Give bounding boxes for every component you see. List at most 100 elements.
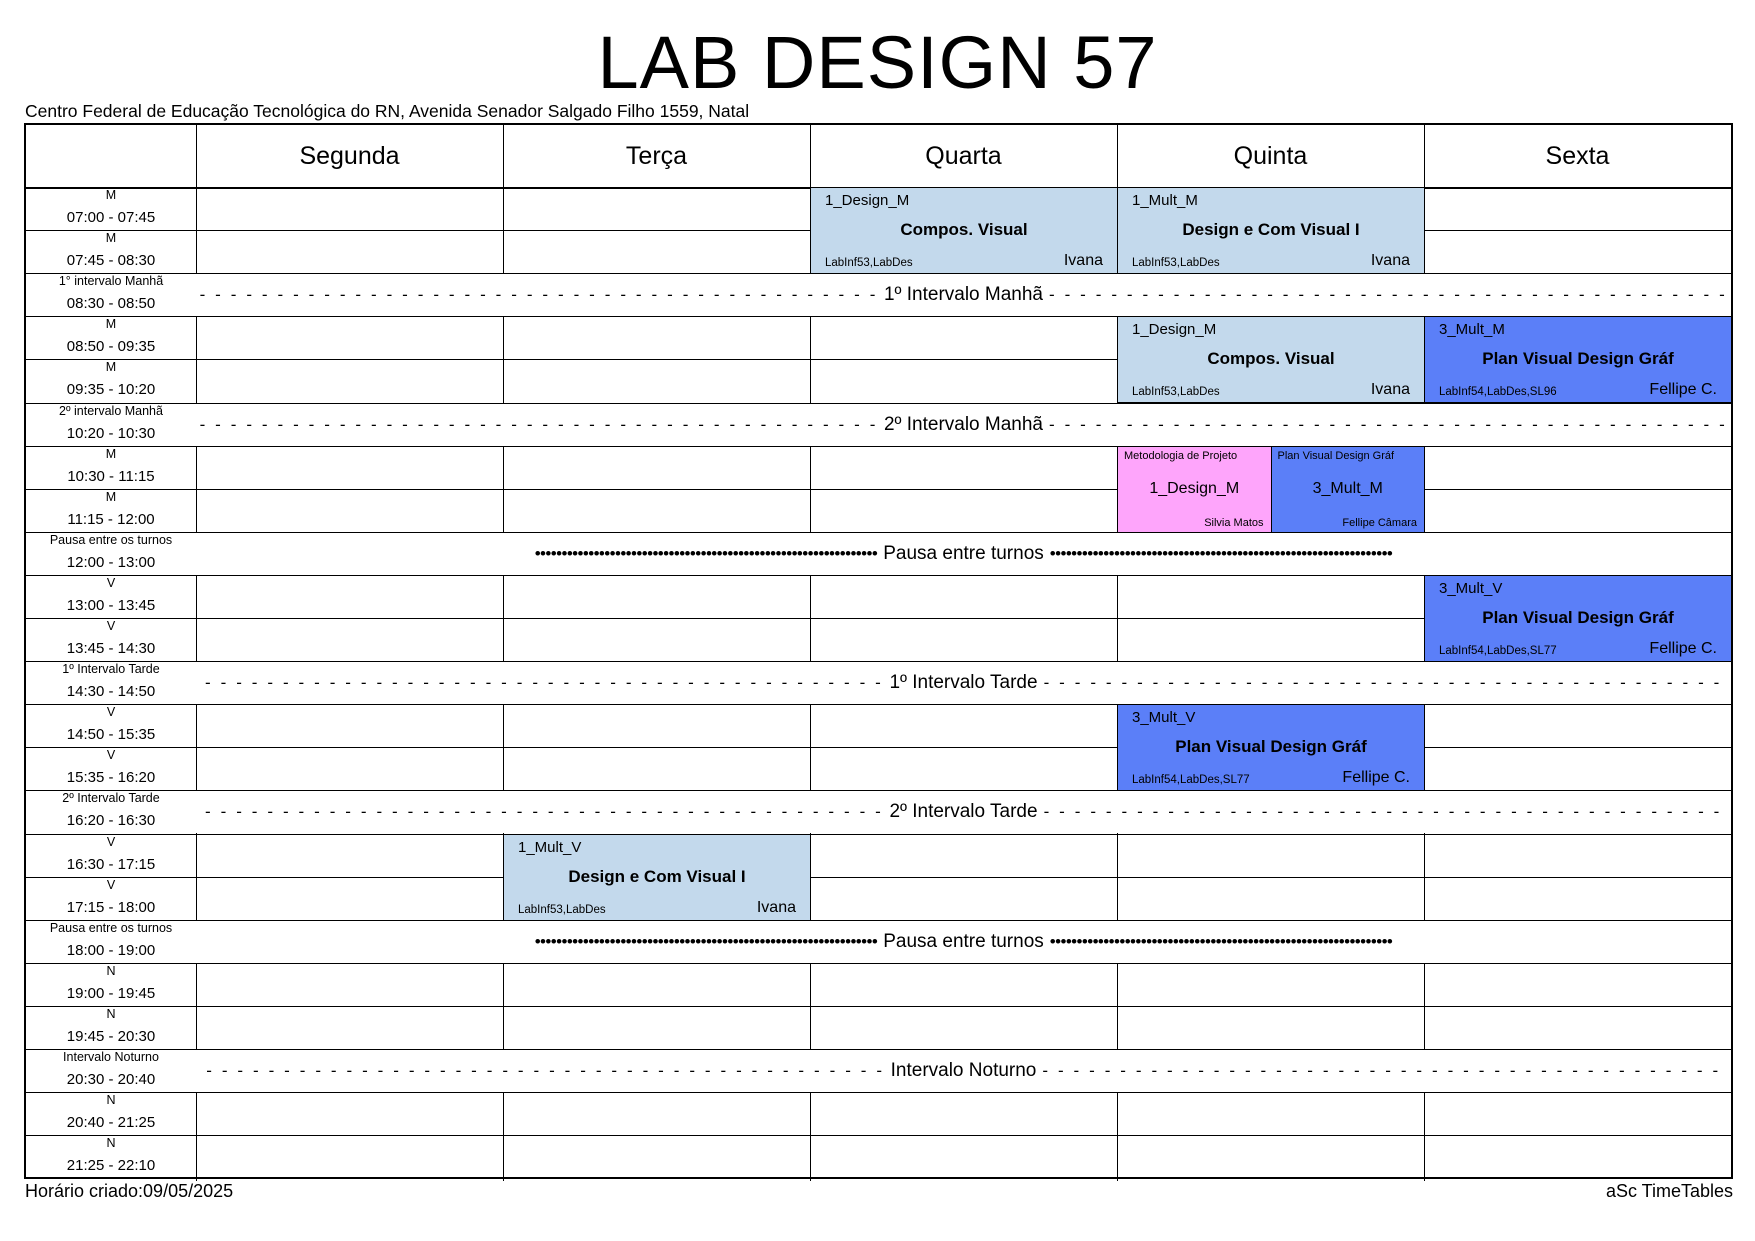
- lesson-teacher: Fellipe C.: [1649, 381, 1717, 399]
- period-label: N: [106, 1006, 116, 1021]
- period-time: 17:15 - 18:00: [66, 898, 156, 916]
- lesson-group: 1_Design_M: [825, 192, 910, 209]
- break-label: 1º Intervalo Manhã: [883, 284, 1044, 306]
- row-divider: [26, 962, 1731, 964]
- row-divider: [26, 531, 1731, 533]
- break-band: - - - - - - - - - - - - - - - - - - - - …: [196, 403, 1731, 446]
- period-label: M: [105, 231, 117, 246]
- period-time: 16:30 - 17:15: [66, 855, 156, 873]
- period-cell: M 08:50 - 09:35: [26, 316, 196, 359]
- lesson-subject: Plan Visual Design Gráf: [1277, 449, 1395, 462]
- period-time: 10:20 - 10:30: [66, 424, 156, 442]
- period-time: 20:40 - 21:25: [66, 1114, 156, 1132]
- break-line: - - - - - - - - - - - - - - - - - - - - …: [199, 414, 878, 434]
- period-label: M: [105, 360, 117, 375]
- row-divider: [26, 833, 1731, 835]
- break-band: - - - - - - - - - - - - - - - - - - - - …: [196, 1050, 1731, 1093]
- break-band: - - - - - - - - - - - - - - - - - - - - …: [196, 662, 1731, 705]
- row-divider: [26, 488, 1731, 490]
- day-header-3: Quarta: [925, 141, 1002, 170]
- period-label: V: [106, 619, 116, 633]
- period-cell: N 19:45 - 20:30: [26, 1006, 196, 1049]
- break-band: ••••••••••••••••••••••••••••••••••••••••…: [196, 920, 1731, 963]
- period-time: 14:30 - 14:50: [66, 683, 156, 701]
- column-divider: [196, 125, 197, 1181]
- period-label: V: [106, 877, 116, 892]
- row-divider: [26, 876, 1731, 878]
- break-line: - - - - - - - - - - - - - - - - - - - - …: [1049, 285, 1728, 305]
- break-line: - - - - - - - - - - - - - - - - - - - - …: [1049, 414, 1728, 434]
- period-label: M: [105, 317, 117, 332]
- day-header-5: Sexta: [1545, 141, 1610, 170]
- lesson-group: 1_Mult_V: [518, 838, 582, 856]
- period-time: 21:25 - 22:10: [66, 1157, 156, 1175]
- period-time: 08:30 - 08:50: [66, 295, 156, 313]
- period-label: M: [105, 188, 117, 202]
- row-divider: [26, 747, 1731, 749]
- lesson-subject: Compos. Visual: [1207, 349, 1335, 369]
- row-divider: [26, 1092, 1731, 1094]
- day-header-2: Terça: [625, 141, 688, 170]
- lesson-subject: Metodologia de Projeto: [1124, 449, 1238, 462]
- period-cell: Pausa entre os turnos 12:00 - 13:00: [26, 532, 196, 575]
- row-divider: [26, 1135, 1731, 1137]
- lesson-room: LabInf54,LabDes,SL77: [1439, 645, 1557, 658]
- row-divider: [26, 1049, 1731, 1050]
- lesson-subject: Compos. Visual: [900, 220, 1028, 239]
- period-time: 20:30 - 20:40: [66, 1071, 156, 1088]
- row-divider: [26, 919, 1731, 921]
- row-divider: [26, 661, 1731, 663]
- period-time: 08:50 - 09:35: [66, 338, 156, 356]
- break-label: Intervalo Noturno: [890, 1060, 1037, 1082]
- column-divider: [810, 125, 811, 1181]
- lesson-group: 3_Mult_M: [1439, 321, 1505, 339]
- break-band: ••••••••••••••••••••••••••••••••••••••••…: [196, 532, 1731, 575]
- page-title: LAB DESIGN 57: [597, 21, 1158, 104]
- lesson-teacher: Ivana: [1370, 381, 1410, 399]
- break-line: ••••••••••••••••••••••••••••••••••••••••…: [534, 543, 878, 563]
- lesson-room: LabInf54,LabDes,SL77: [1132, 774, 1250, 787]
- break-line: - - - - - - - - - - - - - - - - - - - - …: [1043, 802, 1722, 822]
- break-line: ••••••••••••••••••••••••••••••••••••••••…: [534, 931, 878, 951]
- period-label: N: [106, 963, 116, 978]
- lesson-card[interactable]: 1_Mult_V Design e Com Visual I LabInf53,La…: [503, 833, 811, 921]
- break-label: Pausa entre turnos: [883, 542, 1044, 564]
- period-time: 18:00 - 19:00: [66, 941, 156, 959]
- break-line: - - - - - - - - - - - - - - - - - - - - …: [206, 1061, 885, 1081]
- period-label: Pausa entre os turnos: [49, 532, 173, 547]
- lesson-teacher: Silvia Matos: [1204, 516, 1264, 529]
- period-time: 12:00 - 13:00: [66, 553, 156, 571]
- period-label: V: [106, 834, 116, 849]
- lesson-group: 1_Design_M: [1149, 479, 1240, 497]
- period-time: 19:45 - 20:30: [66, 1027, 156, 1045]
- break-band: - - - - - - - - - - - - - - - - - - - - …: [196, 791, 1731, 834]
- day-header-1: Segunda: [299, 141, 400, 170]
- lesson-group: 3_Mult_M: [1312, 479, 1383, 497]
- row-divider: [26, 445, 1731, 447]
- period-time: 10:30 - 11:15: [67, 467, 155, 485]
- lesson-subject: Design e Com Visual I: [568, 866, 746, 886]
- break-line: - - - - - - - - - - - - - - - - - - - - …: [1043, 673, 1722, 693]
- split-lesson-card[interactable]: Metodologia de Projeto 1_Design_M Silvia M…: [1117, 445, 1272, 533]
- lesson-room: LabInf53,LabDes: [518, 903, 606, 916]
- break-label: Pausa entre turnos: [883, 930, 1044, 952]
- period-cell: V 17:15 - 18:00: [26, 877, 196, 920]
- period-label: V: [106, 575, 116, 590]
- lesson-teacher: Ivana: [1063, 252, 1103, 270]
- break-line: - - - - - - - - - - - - - - - - - - - - …: [1042, 1061, 1721, 1081]
- lesson-room: LabInf53,LabDes: [1132, 386, 1220, 399]
